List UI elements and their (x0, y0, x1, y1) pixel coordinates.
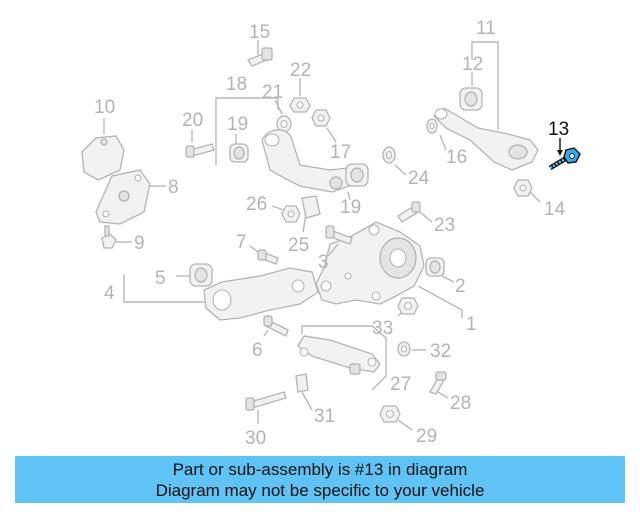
part-8-mount (95, 169, 166, 225)
label-17: 17 (330, 142, 351, 163)
label-12: 12 (462, 54, 483, 75)
label-31: 31 (314, 406, 335, 427)
part-14-nut (513, 179, 541, 203)
label-30: 30 (245, 428, 266, 449)
part-4-trailing-arm (203, 267, 319, 321)
banner-line-1: Part or sub-assembly is #13 in diagram (172, 460, 468, 479)
label-19a: 19 (227, 114, 248, 135)
upper-control-arm (261, 129, 353, 193)
part-19-bushing-left (229, 134, 249, 163)
part-33-nut (397, 297, 419, 317)
label-13: 13 (548, 119, 569, 140)
part-30-bolt (245, 391, 287, 424)
part-21-washer (274, 99, 292, 133)
part-19-bushing-right (345, 163, 369, 201)
label-27: 27 (390, 374, 411, 395)
label-9: 9 (134, 233, 145, 254)
part-16-washer (426, 118, 447, 151)
part-25-bracket (301, 195, 321, 233)
label-23: 23 (434, 215, 455, 236)
label-20: 20 (182, 110, 203, 131)
label-7: 7 (236, 232, 247, 253)
leader-18 (215, 97, 279, 165)
label-26: 26 (246, 194, 267, 215)
label-11: 11 (476, 18, 496, 39)
part-5-bushing (176, 263, 213, 287)
label-18: 18 (226, 74, 247, 95)
label-14: 14 (544, 199, 566, 220)
part-26-nut (271, 205, 301, 223)
part-27-link (297, 325, 387, 391)
part-28-bolt (429, 371, 449, 399)
label-3: 3 (318, 252, 329, 273)
banner-line-2: Diagram may not be specific to your vehi… (155, 481, 485, 500)
part-29-nut (379, 405, 413, 431)
part-3-bolt (325, 225, 353, 257)
part-22-nut (289, 78, 311, 113)
label-19b: 19 (340, 197, 361, 218)
label-10: 10 (94, 97, 115, 118)
label-8: 8 (168, 177, 179, 198)
label-16: 16 (446, 147, 467, 168)
label-2: 2 (455, 276, 466, 297)
part-20-bolt (185, 130, 215, 158)
label-32: 32 (430, 341, 451, 362)
info-banner: Part or sub-assembly is #13 in diagram D… (15, 456, 625, 503)
label-22: 22 (290, 60, 311, 81)
part-32-washer (397, 341, 426, 357)
part-15-bolt (247, 40, 273, 67)
part-7-bolt (249, 245, 279, 265)
label-4: 4 (104, 283, 115, 304)
label-25: 25 (288, 235, 309, 256)
label-5: 5 (155, 268, 166, 289)
part-9-bolt (101, 225, 132, 249)
part-31-clip (295, 373, 313, 411)
label-15: 15 (249, 22, 270, 43)
part-12-bushing (459, 72, 483, 111)
label-33: 33 (372, 318, 393, 339)
parts-diagram: 15 22 21 18 19 17 10 (81, 18, 581, 449)
lower-control-arm (433, 107, 539, 171)
leader-1 (417, 285, 463, 318)
label-29: 29 (416, 426, 437, 447)
part-13-bolt (548, 138, 581, 171)
part-2-bushing (425, 257, 455, 283)
label-21: 21 (262, 82, 283, 103)
part-24-washer (382, 146, 407, 176)
label-1: 1 (466, 314, 477, 335)
leader-4 (123, 274, 210, 303)
label-24: 24 (408, 168, 430, 189)
wheel-carrier (315, 221, 425, 305)
part-17-nut (311, 109, 337, 143)
leader-11 (471, 41, 499, 130)
part-6-bolt (263, 315, 289, 337)
part-10-cover (81, 118, 125, 181)
part-23-bolt (397, 201, 433, 223)
label-28: 28 (450, 393, 471, 414)
label-6: 6 (252, 340, 263, 361)
